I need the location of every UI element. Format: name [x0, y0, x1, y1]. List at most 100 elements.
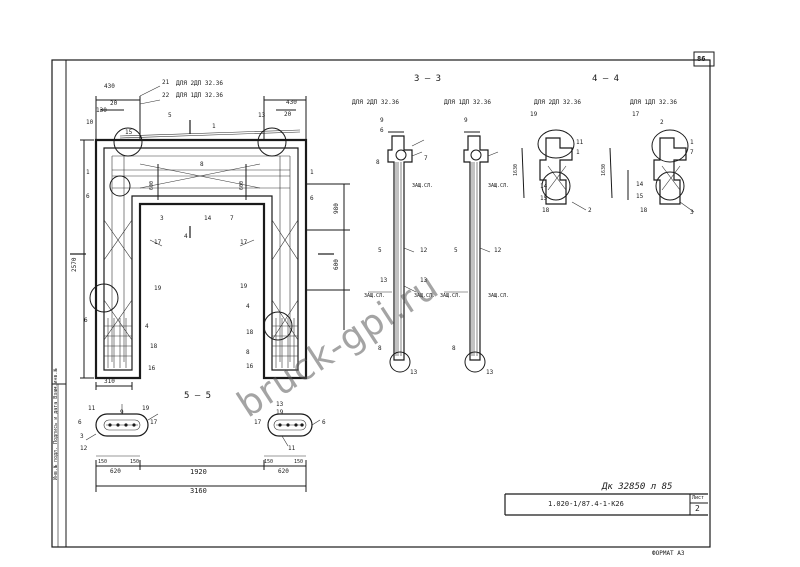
callout-4-4-11: 11 [576, 139, 584, 146]
title-block [504, 493, 708, 516]
callout-4: 4 [184, 233, 188, 240]
callout-16: 16 [148, 365, 156, 372]
callout-19: 19 [240, 283, 248, 290]
sheet-label: Лист [692, 495, 705, 501]
callout-3-3-9: 9 [380, 117, 384, 124]
dim-310: 310 [104, 378, 115, 385]
format-label: ФОРМАТ А3 [652, 550, 685, 557]
callout-4-4-2: 2 [588, 207, 592, 214]
zash-label-1: ЗАЩ.СЛ. [364, 293, 386, 299]
callout-17b: 17 [240, 239, 248, 246]
zash-label-2: ЗАЩ.СЛ. [414, 293, 436, 299]
subtitle-4-4-dp2: ДЛЯ 2ДП 32.36 [534, 99, 581, 106]
dim-150-c: 150 [264, 459, 274, 465]
callout-4-4-19: 19 [530, 111, 538, 118]
callout-6: 6 [86, 193, 90, 200]
section-3-3 [368, 131, 499, 373]
dim-20-right: 20 [284, 111, 292, 118]
callout-21: 21 [162, 79, 170, 86]
callout-3-3-13d: 13 [486, 369, 494, 376]
section-title-5-5: 5 — 5 [184, 391, 212, 401]
callout-5-5-11b: 11 [288, 445, 296, 452]
sheet-number: 2 [695, 504, 700, 513]
callout-3: 3 [160, 215, 164, 222]
side-stamp: Инв.№ подл. Подпись и дата Взам.инв.№ [53, 368, 59, 480]
callout-8b: 8 [246, 349, 250, 356]
callout-3-3-13c: 13 [410, 369, 418, 376]
callout-4-4-3: 3 [690, 209, 694, 216]
callout-5: 5 [168, 112, 172, 119]
dim-130: 130 [96, 107, 107, 114]
callout-3-3-5b: 5 [454, 247, 458, 254]
callout-3-3-12: 12 [420, 247, 428, 254]
registration-note: Дк 32850 л 85 [602, 482, 673, 492]
dim-150-a: 150 [98, 459, 108, 465]
callout-18b: 18 [246, 329, 254, 336]
callout-4-4-1b: 1 [690, 139, 694, 146]
callout-4-4-15b: 15 [636, 193, 644, 200]
dim-20-left: 20 [110, 100, 118, 107]
callout-1c: 1 [310, 169, 314, 176]
callout-4-4-2b: 2 [660, 119, 664, 126]
callout-10: 10 [86, 119, 94, 126]
dim-3160: 3160 [190, 487, 207, 495]
section-4-4 [521, 129, 695, 213]
callout-3-3-13: 13 [380, 277, 388, 284]
callout-5-5-6: 6 [78, 419, 82, 426]
plan-subtitle-1: ДЛЯ 2ДП 32.36 [176, 80, 223, 87]
plan-subtitle-2: ДЛЯ 1ДП 32.36 [176, 92, 223, 99]
callout-4-4-1: 1 [576, 149, 580, 156]
section-title-3-3: 3 — 3 [414, 74, 442, 84]
callout-15: 15 [125, 129, 133, 136]
callout-1b: 1 [86, 169, 90, 176]
zash-label-4: ЗАЩ.СЛ. [488, 293, 510, 299]
callout-5-5-19: 19 [142, 405, 150, 412]
callout-13: 13 [258, 112, 266, 119]
dim-600-b: 600 [239, 180, 245, 190]
callout-4-4-15: 15 [540, 195, 548, 202]
sheet-frame [51, 51, 715, 548]
callout-3-3-8: 8 [376, 159, 380, 166]
dim-150-b: 150 [130, 459, 140, 465]
dim-1630-b: 1630 [601, 163, 607, 176]
callout-4-4-18: 18 [542, 207, 550, 214]
callout-3-3-8b: 8 [378, 345, 382, 352]
main-elevation [70, 85, 350, 390]
callout-5-5-9: 9 [120, 409, 124, 416]
callout-6b: 6 [310, 195, 314, 202]
callout-4-4-14b: 14 [636, 181, 644, 188]
zash-label-5: ЗАЩ.СЛ. [412, 183, 434, 189]
callout-14: 14 [204, 215, 212, 222]
callout-4-4-7: 7 [690, 149, 694, 156]
callout-3-3-13b: 13 [420, 277, 428, 284]
callout-7: 7 [230, 215, 234, 222]
dim-2570: 2570 [71, 257, 78, 272]
callout-3-3-12b: 12 [494, 247, 502, 254]
callout-4-4-17: 17 [632, 111, 640, 118]
subtitle-3-3-dp1: ДЛЯ 1ДП 32.36 [444, 99, 491, 106]
watermark: bruck-gpi.ru [230, 265, 447, 426]
dim-620-a: 620 [110, 468, 121, 475]
dim-430-right: 430 [286, 99, 297, 106]
callout-5-5-17: 17 [150, 419, 158, 426]
callout-4c: 4 [246, 303, 250, 310]
drawing-code: 1.020-1/87.4-1-К26 [548, 500, 624, 508]
callout-3-3-9b: 9 [464, 117, 468, 124]
callout-4-4-14: 14 [540, 183, 548, 190]
callout-5-5-3: 3 [80, 433, 84, 440]
callout-5-5-13: 13 [276, 401, 284, 408]
dim-600-a: 600 [149, 180, 155, 190]
callout-5-5-11: 11 [88, 405, 96, 412]
subtitle-4-4-dp1: ДЛЯ 1ДП 32.36 [630, 99, 677, 106]
dim-1920: 1920 [190, 468, 207, 476]
callout-18: 18 [150, 343, 158, 350]
callout-22: 22 [162, 92, 170, 99]
subtitle-3-3-dp2: ДЛЯ 2ДП 32.36 [352, 99, 399, 106]
page-number: 86 [697, 55, 706, 63]
section-title-4-4: 4 — 4 [592, 74, 620, 84]
callout-3-3-6: 6 [380, 127, 384, 134]
callout-5-5-6b: 6 [322, 419, 326, 426]
zash-label-6: ЗАЩ.СЛ. [488, 183, 510, 189]
